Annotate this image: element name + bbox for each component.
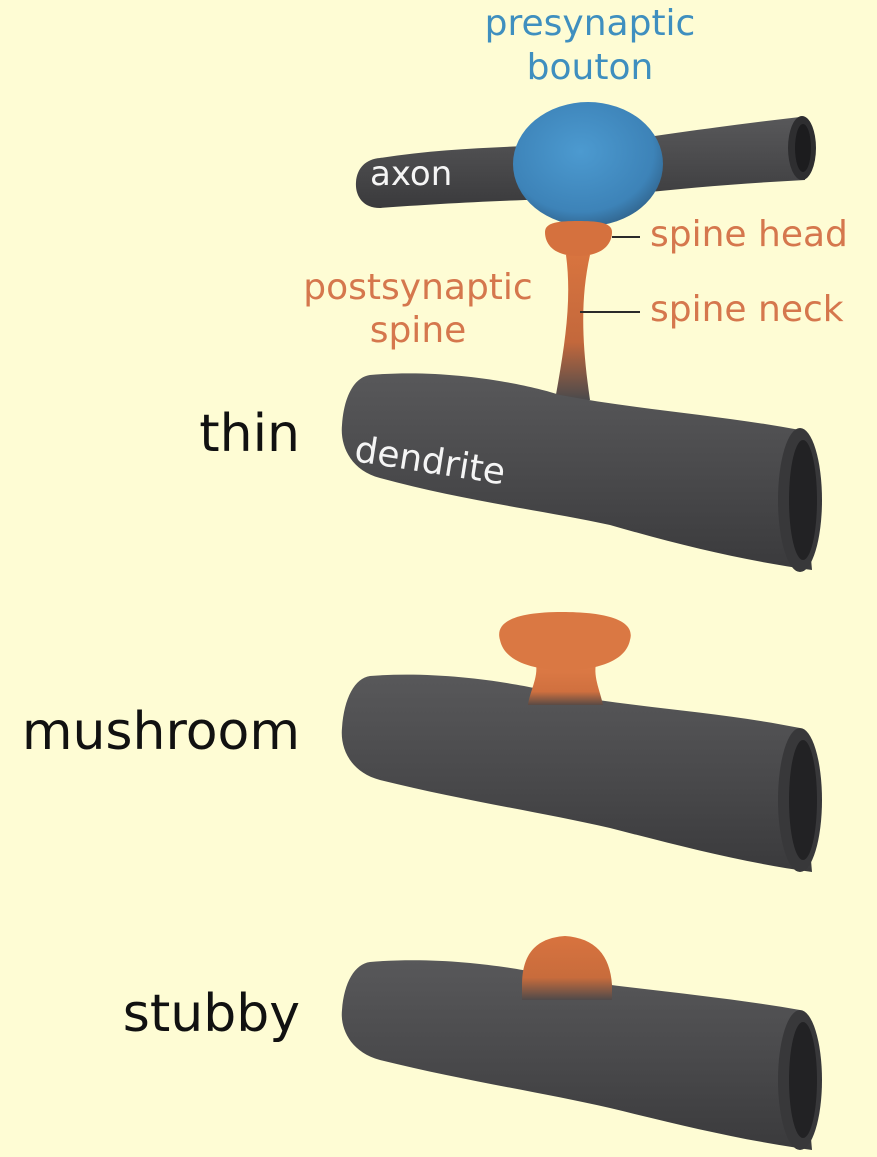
presynaptic-bouton-label-line1: presynaptic — [470, 6, 710, 42]
spine-neck-label: spine neck — [650, 292, 844, 328]
thin-spine — [545, 221, 612, 400]
spine-type-thin: thin — [0, 408, 300, 460]
stubby-spine — [522, 936, 612, 1000]
axon-label: axon — [370, 157, 452, 191]
spine-head-label: spine head — [650, 217, 848, 253]
spine-type-mushroom: mushroom — [0, 706, 300, 758]
presynaptic-bouton-label-line2: bouton — [470, 50, 710, 86]
presynaptic-bouton — [513, 102, 663, 226]
postsynaptic-spine-label-line2: spine — [288, 313, 548, 349]
postsynaptic-spine-label-line1: postsynaptic — [288, 270, 548, 306]
spine-type-stubby: stubby — [0, 988, 300, 1040]
